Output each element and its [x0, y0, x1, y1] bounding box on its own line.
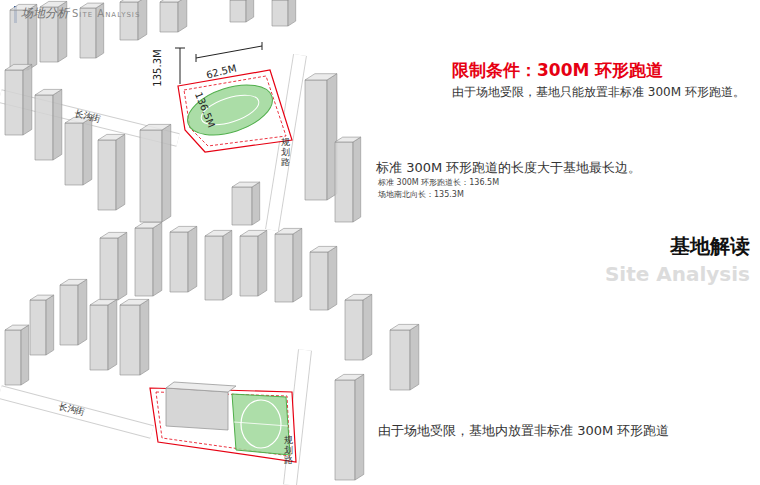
analysis-note: 标准 300M 环形跑道的长度大于基地最长边。: [376, 160, 641, 176]
building-face: [240, 230, 267, 236]
building-face: [160, 0, 187, 2]
building-face: [205, 236, 223, 300]
building-face: [410, 324, 419, 390]
building-face: [138, 0, 147, 40]
building-face: [335, 137, 361, 142]
building-face: [390, 330, 410, 390]
building-face: [98, 134, 125, 140]
site-top: [175, 42, 292, 152]
building-face: [116, 134, 125, 210]
building-face: [390, 324, 419, 330]
road-name: 规划路: [281, 138, 290, 168]
dimension-note: 场地南北向长：135.3M: [378, 190, 464, 200]
building-face: [272, 0, 288, 26]
building-face: [60, 285, 78, 345]
building-face: [345, 300, 363, 360]
building-face: [246, 0, 254, 22]
building-face: [335, 374, 364, 380]
building-face: [162, 124, 171, 222]
building-face: [275, 234, 293, 302]
building-face: [293, 228, 302, 302]
building-face: [135, 228, 153, 296]
building-face: [252, 182, 260, 225]
building-face: [90, 305, 108, 370]
section-title: 基地解读: [670, 234, 750, 258]
building-face: [5, 64, 32, 70]
building-face: [140, 299, 149, 375]
building-face: [230, 0, 246, 22]
dimension-label: 135.3M: [152, 48, 164, 87]
building-face: [98, 140, 116, 210]
road-name: 规划路: [284, 436, 293, 466]
slide-heading: 场地分析: [21, 6, 69, 20]
building-face: [100, 232, 127, 238]
building-face: [305, 74, 337, 80]
building-face: [120, 299, 149, 305]
building-face: [35, 95, 53, 160]
building-face: [160, 2, 178, 32]
building-face: [135, 222, 162, 228]
building-face: [100, 238, 118, 300]
building-face: [353, 137, 361, 222]
constraint-heading: 限制条件：300M 环形跑道: [452, 60, 663, 80]
building-face: [240, 236, 258, 296]
building-face: [35, 89, 62, 95]
building-face: [232, 187, 252, 225]
building-face: [5, 325, 29, 330]
building-face: [90, 299, 117, 305]
building-face: [288, 0, 296, 26]
building-face: [120, 0, 147, 2]
building-face: [5, 70, 23, 135]
building-face: [80, 3, 104, 8]
watermark: Site Analysis: [605, 262, 750, 286]
buildings-top: [5, 0, 361, 225]
site-bottom: [150, 382, 296, 462]
building-face: [78, 279, 87, 345]
dimension-note: 标准 300M 环形跑道长：136.5M: [378, 178, 499, 188]
building-face: [188, 226, 197, 292]
building-face: [355, 374, 364, 480]
building-face: [258, 230, 267, 296]
building-face: [46, 295, 54, 355]
roads: [0, 55, 305, 485]
building-face: [275, 228, 302, 234]
constraint-note: 由于场地受限，基地只能放置非标准 300M 环形跑道。: [452, 85, 745, 99]
building-face: [30, 295, 54, 300]
building-face: [223, 230, 232, 300]
building-face: [170, 226, 197, 232]
building-face: [153, 222, 162, 296]
building-face: [140, 130, 162, 222]
buildings-bottom: [5, 222, 419, 480]
building-face: [335, 380, 355, 480]
building-face: [328, 246, 337, 310]
building-face: [120, 2, 138, 40]
building-face: [170, 232, 188, 292]
building-face: [23, 64, 32, 135]
building-face: [21, 325, 29, 385]
analysis-note: 由于场地受限，基地内放置非标准 300M 环形跑道: [378, 423, 669, 439]
building-face: [335, 142, 353, 222]
building-face: [310, 246, 337, 252]
building-face: [108, 299, 117, 370]
building-face: [232, 182, 260, 187]
building-face: [53, 89, 62, 160]
building-face: [310, 252, 328, 310]
building-face: [5, 330, 21, 385]
building-face: [118, 232, 127, 300]
building-face: [140, 124, 171, 130]
building-face: [345, 294, 372, 300]
building-face: [205, 230, 232, 236]
building-face: [363, 294, 372, 360]
slide-heading-en: Site Analysis: [72, 8, 140, 20]
building-face: [120, 305, 140, 375]
building-face: [305, 80, 327, 200]
building-face: [30, 300, 46, 355]
building-face: [60, 279, 87, 285]
building-face: [178, 0, 187, 32]
building-face: [65, 123, 83, 185]
building-face: [83, 117, 92, 185]
